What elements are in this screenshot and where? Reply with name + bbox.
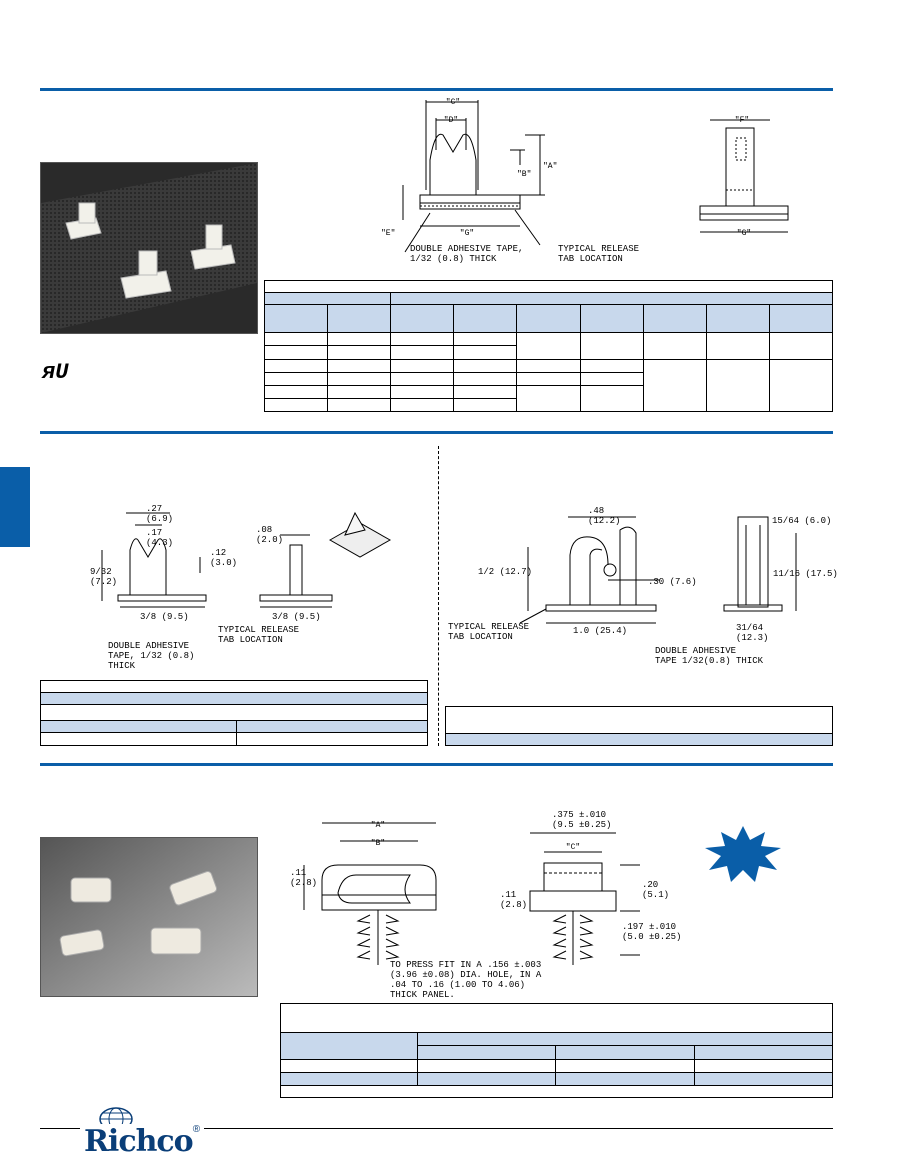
large-dim-t: 15/64 (6.0): [772, 516, 832, 526]
large-dim-base2: 31/64 (12.3): [736, 623, 769, 643]
product-photo-1-image: [41, 163, 257, 333]
dim-f-label: "F": [735, 116, 749, 125]
small-note-tape: DOUBLE ADHESIVE TAPE, 1/32 (0.8) THICK: [108, 641, 195, 671]
large-dim-w: .48 (12.2): [588, 506, 621, 526]
dim-b-label: "B": [517, 170, 531, 179]
small-dim-base: 3/8 (9.5): [140, 612, 189, 622]
small-clip-drawing: [101, 511, 392, 608]
spec-table-4: [280, 1003, 834, 1099]
spec-table-3: [445, 706, 833, 747]
large-dim-base: 1.0 (25.4): [573, 626, 628, 636]
small-dim-w1: .27 (6.9): [146, 504, 174, 524]
push-dim-h: .11 (2.8): [290, 868, 318, 888]
richco-logo: Richco®: [80, 1124, 205, 1160]
large-note-tape: DOUBLE ADHESIVE TAPE 1/32(0.8) THICK: [655, 646, 764, 666]
note-release-tab: TYPICAL RELEASE TAB LOCATION: [558, 244, 640, 264]
small-dim-slot: .12 (3.0): [210, 548, 238, 568]
section2-rule: [40, 431, 833, 434]
ul-recognized-icon: яU: [40, 358, 80, 385]
large-dim-h: 1/2 (12.7): [478, 567, 533, 577]
section2-divider: [438, 446, 439, 746]
large-note-tab: TYPICAL RELEASE TAB LOCATION: [448, 622, 530, 642]
small-dim-t: .08 (2.0): [256, 525, 284, 545]
small-dim-base2: 3/8 (9.5): [272, 612, 321, 622]
small-dim-h: 9/32 (7.2): [90, 567, 118, 587]
dim-c-label: "C": [446, 98, 460, 107]
product-photo-2: [40, 837, 258, 997]
dim-g-label: "G": [460, 229, 474, 238]
section3-rule: [40, 763, 833, 766]
dim-d-label: "D": [444, 116, 458, 125]
spec-table-2: [40, 679, 428, 747]
dim-a-push: "A": [371, 821, 385, 830]
clip-side-drawing: "F" "G": [699, 116, 789, 238]
large-clip-drawing: [519, 516, 797, 624]
spec-table-1: [263, 279, 834, 413]
large-dim-h2: 11/16 (17.5): [773, 569, 838, 579]
push-dim-h3: .20 (5.1): [642, 880, 670, 900]
side-tab: [0, 467, 30, 547]
note-adhesive-tape: DOUBLE ADHESIVE TAPE, 1/32 (0.8) THICK: [410, 244, 524, 264]
product-photo-2-image: [41, 838, 257, 996]
footer-rule: [40, 1128, 833, 1129]
clip-front-drawing: "C" "D" "A" "B" "E" "G": [381, 98, 557, 253]
dim-b-push: "B": [371, 839, 385, 848]
push-dim-w: .375 ±.010 (9.5 ±0.25): [552, 810, 612, 830]
dim-e-label: "E": [381, 229, 395, 238]
section1-rule: [40, 88, 833, 91]
svg-text:яU: яU: [41, 360, 69, 384]
small-note-tab: TYPICAL RELEASE TAB LOCATION: [218, 625, 300, 645]
large-dim-slot: .30 (7.6): [648, 577, 697, 587]
dim-c-push: "C": [566, 843, 580, 852]
small-dim-w2: .17 (4.3): [146, 528, 174, 548]
push-mount-drawing: "A" "B" "C": [303, 821, 640, 965]
push-note-press: TO PRESS FIT IN A .156 ±.003 (3.96 ±0.08…: [390, 960, 542, 1000]
product-photo-1: [40, 162, 258, 334]
push-dim-h2: .11 (2.8): [500, 890, 528, 910]
richco-logo-text: Richco: [84, 1124, 194, 1159]
push-dim-leg: .197 ±.010 (5.0 ±0.25): [622, 922, 682, 942]
new-starburst-icon: [705, 826, 781, 882]
dim-a-label: "A": [543, 162, 557, 171]
registered-mark: ®: [192, 1124, 201, 1135]
dim-g-side-label: "G": [737, 229, 751, 238]
